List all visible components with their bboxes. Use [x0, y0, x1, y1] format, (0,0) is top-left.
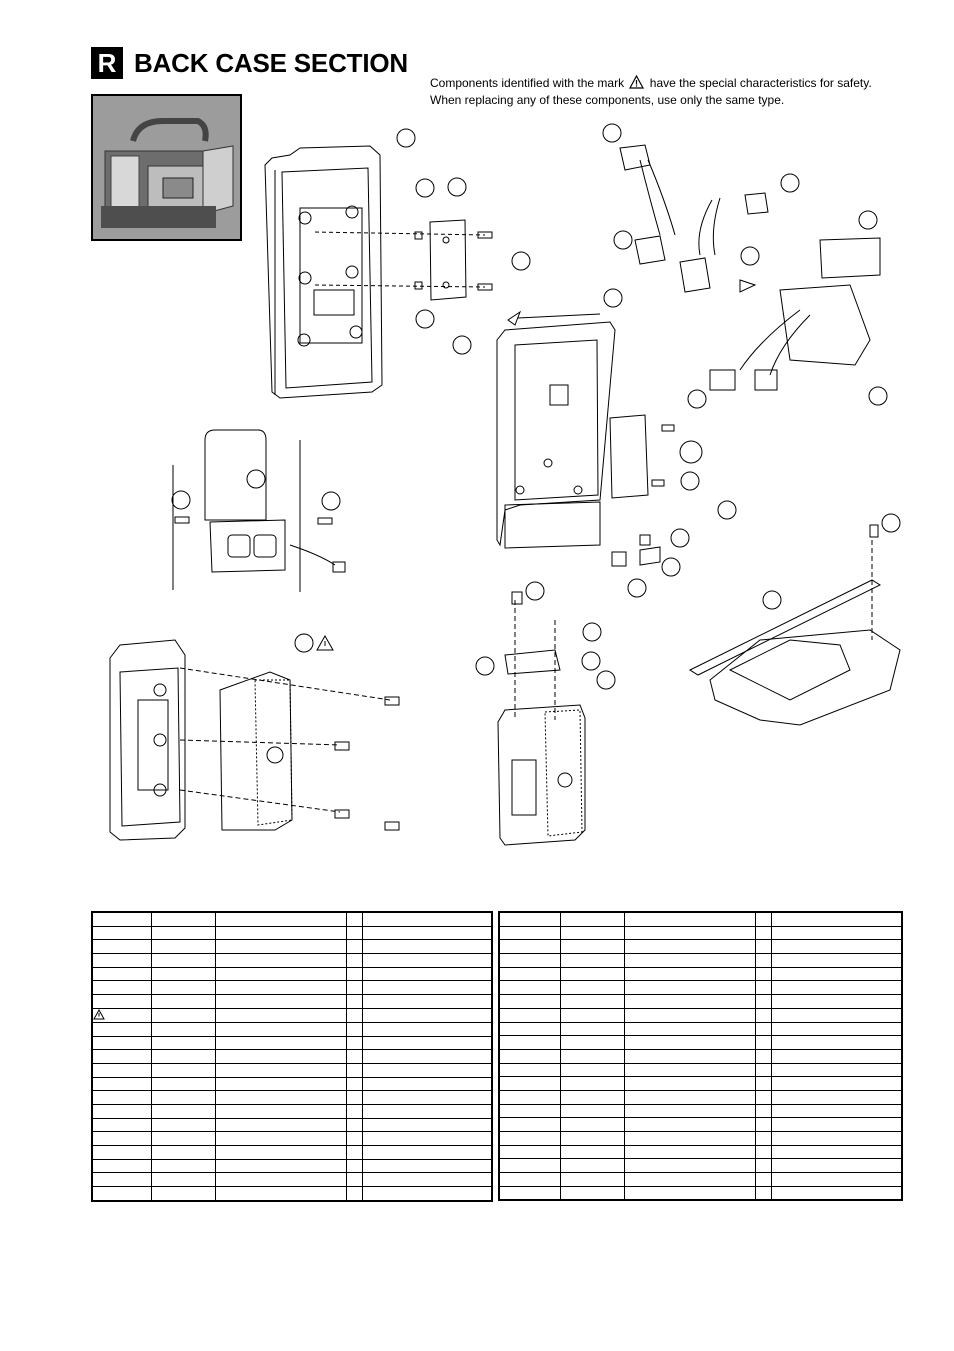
table-row [498, 1117, 903, 1132]
table-row [498, 1089, 903, 1105]
exploded-view-diagram [109, 123, 901, 846]
table-row [91, 925, 493, 941]
table-row [91, 1131, 493, 1146]
table-row [91, 1035, 493, 1051]
table-row [498, 980, 903, 996]
parts-table-left [91, 910, 493, 1202]
table-row [91, 1049, 493, 1064]
table-row [498, 1172, 903, 1187]
table-row [498, 1007, 903, 1023]
table-row [498, 925, 903, 941]
table-row [91, 1145, 493, 1160]
pcb-assembly-drawing [688, 540, 901, 726]
table-row [498, 1076, 903, 1091]
table-row [498, 994, 903, 1009]
table-row [91, 953, 493, 968]
table-row [91, 939, 493, 955]
table-row [91, 1007, 493, 1023]
table-row [498, 1021, 903, 1037]
page-title: BACK CASE SECTION [134, 47, 408, 78]
table-row [91, 1158, 493, 1174]
table-row [91, 1186, 493, 1202]
callout-circles [171, 123, 901, 690]
table-row [91, 1090, 493, 1105]
table-row [91, 1062, 493, 1078]
table-row [498, 966, 903, 982]
table-row [91, 1103, 493, 1119]
parts-table-right [498, 910, 903, 1202]
table-row [91, 910, 493, 927]
section-letter-badge: R [91, 47, 123, 79]
table-row [498, 1131, 903, 1146]
safety-notice: Components identified with the mark have… [430, 75, 872, 109]
table-row [498, 953, 903, 968]
product-photo [91, 94, 242, 241]
table-row [498, 939, 903, 955]
cable-harness-drawing [619, 144, 881, 391]
warning-triangle-icon [316, 634, 334, 651]
notice-line1-after: have the special characteristics for saf… [649, 76, 872, 90]
table-row [498, 1103, 903, 1119]
table-row [91, 966, 493, 982]
table-row [498, 1035, 903, 1050]
notice-line2: When replacing any of these components, … [430, 93, 785, 107]
warning-triangle-icon [93, 1008, 105, 1020]
notice-line1-before: Components identified with the mark [430, 76, 625, 90]
table-row [498, 1144, 903, 1160]
table-row [91, 1172, 493, 1188]
table-row [498, 1048, 903, 1064]
screws-drawing [511, 424, 879, 605]
table-row [498, 1158, 903, 1174]
table-row [498, 910, 903, 927]
battery-connector-drawing [172, 429, 346, 592]
section-header: R BACK CASE SECTION [91, 47, 408, 79]
table-row [91, 1021, 493, 1037]
table-row [91, 1076, 493, 1092]
bracket-plate [314, 219, 493, 301]
table-row [91, 994, 493, 1009]
table-row [91, 980, 493, 996]
table-row [498, 1185, 903, 1201]
back-case-lower-drawing [109, 639, 400, 841]
main-plate-drawing [496, 310, 649, 549]
table-row [498, 1062, 903, 1078]
table-row [91, 1117, 493, 1133]
back-case-drawing [264, 145, 383, 399]
warning-triangle-icon [629, 75, 645, 89]
back-case-assembly-drawing [497, 600, 586, 846]
